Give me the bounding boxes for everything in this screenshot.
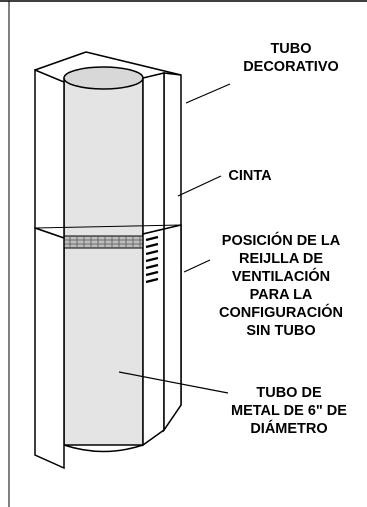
- label-metal-tube-line3: DIÁMETRO: [250, 421, 328, 437]
- decorative-tube-lower-side-panel: [163, 224, 182, 433]
- metal-tube-body: [63, 77, 144, 446]
- metal-tube-bottom-curve: [63, 444, 144, 453]
- decorative-tube-seam: [34, 224, 182, 229]
- label-vent-line6: SIN TUBO: [246, 323, 316, 339]
- tape-band: [63, 235, 144, 249]
- label-decorative-tube-line2: DECORATIVO: [243, 59, 339, 75]
- decorative-tube-left-panel-lower: [34, 226, 65, 470]
- leader-line-metal-tube: [118, 371, 229, 394]
- label-tape: CINTA: [220, 167, 280, 185]
- label-vent-line2: REIJLLA DE: [238, 251, 324, 267]
- leader-line-decorative-tube: [185, 83, 231, 104]
- label-tape-line1: CINTA: [228, 168, 272, 184]
- decorative-tube-top-edge-back: [85, 51, 182, 76]
- label-vent-line1: POSICIÓN DE LA: [221, 233, 341, 249]
- label-vent-line5: CONFIGURACIÓN: [218, 305, 344, 321]
- label-metal-tube-line2: METAL DE 6" DE: [231, 403, 347, 419]
- ventilation-grille: [145, 235, 159, 284]
- label-metal-tube-line1: TUBO DE: [256, 385, 322, 401]
- label-vent-line3: VENTILACIÓN: [231, 269, 331, 285]
- decorative-tube-left-panel-upper: [34, 68, 65, 240]
- label-vent-position: POSICIÓN DE LA REIJLLA DE VENTILACIÓN PA…: [198, 232, 364, 340]
- label-decorative-tube: TUBO DECORATIVO: [228, 40, 354, 76]
- leader-line-tape: [177, 175, 222, 197]
- label-decorative-tube-line1: TUBO: [270, 41, 312, 57]
- metal-tube-top: [63, 66, 144, 90]
- tape-band-pattern: [64, 236, 143, 248]
- decorative-tube-top-edge-left: [34, 51, 87, 71]
- label-metal-tube: TUBO DE METAL DE 6" DE DIÁMETRO: [216, 384, 362, 438]
- leader-line-vent-position: [183, 259, 211, 273]
- decorative-tube-right-panel-upper: [142, 72, 165, 235]
- label-vent-line4: PARA LA: [249, 287, 313, 303]
